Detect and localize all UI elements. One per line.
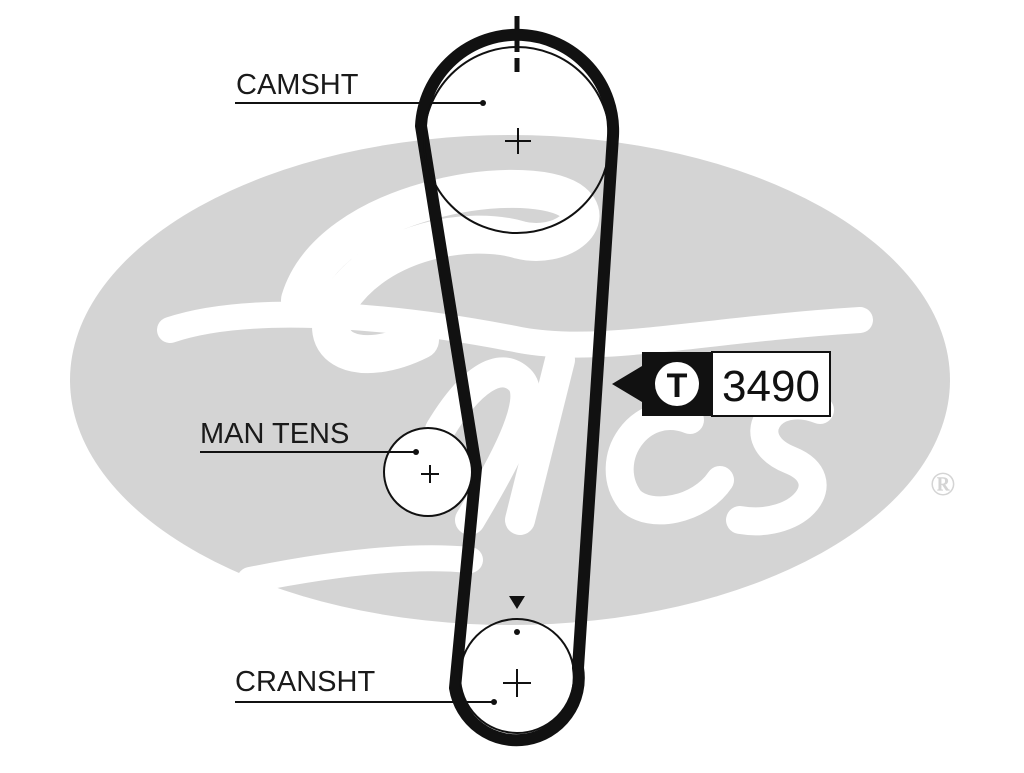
- tensioner-callout: MAN TENS: [200, 418, 419, 455]
- part-number: 3490: [722, 362, 820, 411]
- camshaft-center-icon: [505, 128, 531, 154]
- crankshaft-timing-mark: [509, 596, 525, 635]
- registered-mark: ®: [930, 466, 955, 503]
- tensioner-label: MAN TENS: [200, 418, 349, 450]
- crankshaft-pulley: [459, 618, 575, 734]
- logo-stroke-e: [605, 402, 734, 525]
- timing-belt: [415, 28, 620, 747]
- logo-stroke-t: [505, 345, 575, 535]
- badge-circle: [655, 362, 699, 406]
- camshaft-callout: CAMSHT: [235, 69, 486, 106]
- logo-stroke-tail: [237, 545, 483, 593]
- tensioner-pulley: [383, 427, 473, 517]
- belt-part-badge: T 3490: [612, 351, 831, 417]
- badge-letter: T: [667, 367, 688, 405]
- crankshaft-center-icon: [503, 669, 531, 697]
- tensioner-center-icon: [421, 465, 439, 483]
- crankshaft-label: CRANSHT: [235, 666, 375, 698]
- crankshaft-callout: CRANSHT: [235, 666, 497, 705]
- gates-logo-watermark: ®: [70, 135, 955, 625]
- camshaft-label: CAMSHT: [236, 69, 359, 101]
- part-number-box: [711, 351, 831, 417]
- logo-stroke-bar: [157, 301, 873, 358]
